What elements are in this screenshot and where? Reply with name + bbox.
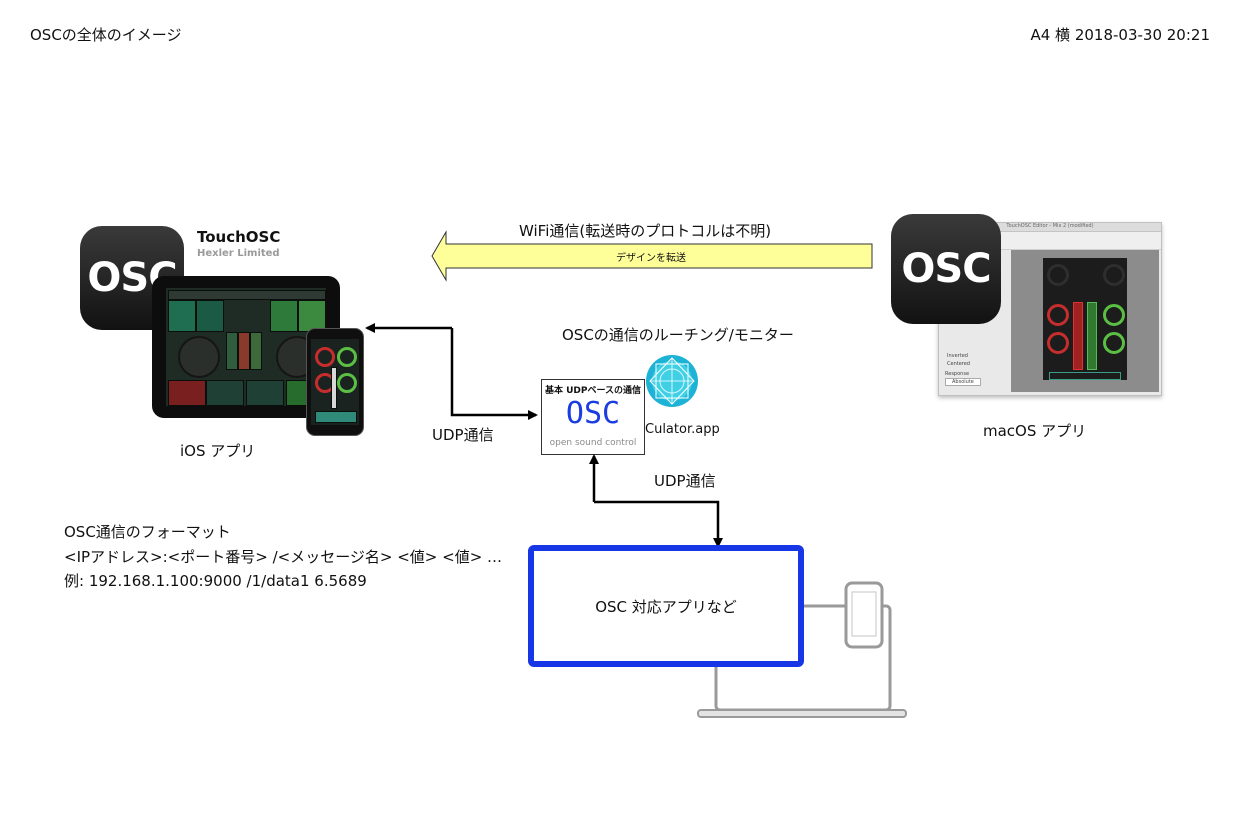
- app-name: TouchOSC: [197, 228, 281, 246]
- window-titlebar: TouchOSC Editor - Mix 2 (modified): [939, 223, 1161, 232]
- osc-protocol-box: 基本 UDPベースの通信 OSC open sound control: [541, 379, 645, 455]
- culator-app-label: Culator.app: [645, 422, 720, 437]
- page-info: A4 横 2018-03-30 20:21: [1030, 26, 1210, 44]
- wifi-arrow: [431, 230, 873, 282]
- layout-preview: [1043, 258, 1127, 380]
- mac-label: macOS アプリ: [983, 422, 1087, 440]
- editor-canvas: [1011, 250, 1159, 392]
- target-label: OSC 対応アプリなど: [595, 597, 737, 616]
- udp-left-label: UDP通信: [432, 426, 494, 444]
- routing-title: OSCの通信のルーチング/モニター: [562, 326, 794, 344]
- iphone-screen: [311, 339, 359, 425]
- touchosc-editor-icon: OSC: [891, 214, 1001, 324]
- ios-label: iOS アプリ: [180, 442, 256, 460]
- iphone-device: [306, 328, 364, 436]
- wifi-label: WiFi通信(転送時のプロトコルは不明): [519, 222, 772, 240]
- culator-app-icon: [646, 355, 698, 407]
- wifi-arrow-text: デザインを転送: [616, 253, 686, 264]
- udp-bottom-label: UDP通信: [654, 472, 716, 490]
- response-label: Response: [945, 371, 970, 377]
- option-centered: Centered: [947, 361, 970, 367]
- page-title: OSCの全体のイメージ: [30, 26, 182, 44]
- osc-logo: OSC: [565, 396, 621, 431]
- osc-box-subtitle: open sound control: [549, 438, 637, 448]
- option-inverted: Inverted: [947, 353, 968, 359]
- format-example: 例: 192.168.1.100:9000 /1/data1 6.5689: [64, 572, 367, 590]
- osc-target-box: OSC 対応アプリなど: [528, 545, 804, 667]
- osc-icon-text-mac: OSC: [901, 246, 991, 292]
- ipad-screen: [166, 288, 326, 406]
- response-select: Absolute: [945, 378, 981, 386]
- format-title: OSC通信のフォーマット: [64, 523, 231, 541]
- ios-cluster: OSC TouchOSC Hexler Limited: [80, 226, 420, 466]
- format-syntax: <IPアドレス>:<ポート番号> /<メッセージ名> <値> <値> …: [64, 548, 503, 566]
- osc-box-header: 基本 UDPベースの通信: [544, 386, 642, 396]
- app-developer: Hexler Limited: [197, 248, 280, 259]
